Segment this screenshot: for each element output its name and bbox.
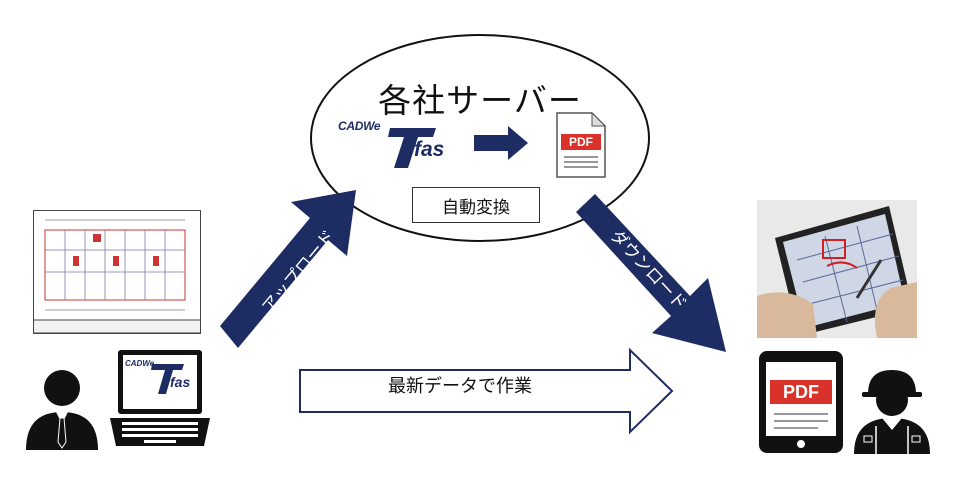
- worker-helmet-icon: [854, 370, 930, 454]
- server-title: 各社サーバー: [378, 81, 582, 120]
- tfas-t-icon: [388, 128, 436, 168]
- logo-prefix: CADWe: [338, 119, 381, 133]
- floor-plan-image: [33, 210, 201, 334]
- tablet-photo-image: [757, 200, 917, 338]
- auto-convert-box: 自動変換: [412, 187, 540, 223]
- laptop-logo-prefix: CADWe: [125, 359, 155, 368]
- pdf-file-icon: PDF: [556, 111, 607, 178]
- laptop-icon: CADWe fas: [108, 348, 212, 448]
- cadwell-tfas-logo: CADWe fas: [336, 118, 476, 168]
- pdf-label: PDF: [569, 135, 593, 149]
- work-label: 最新データで作業: [388, 376, 532, 397]
- laptop-logo-suffix: fas: [170, 374, 191, 390]
- convert-arrow-icon: [474, 126, 528, 160]
- tablet-icon: PDF: [758, 350, 844, 454]
- logo-suffix: fas: [414, 138, 445, 161]
- person-icon: [26, 370, 98, 450]
- tablet-pdf-label: PDF: [783, 382, 819, 402]
